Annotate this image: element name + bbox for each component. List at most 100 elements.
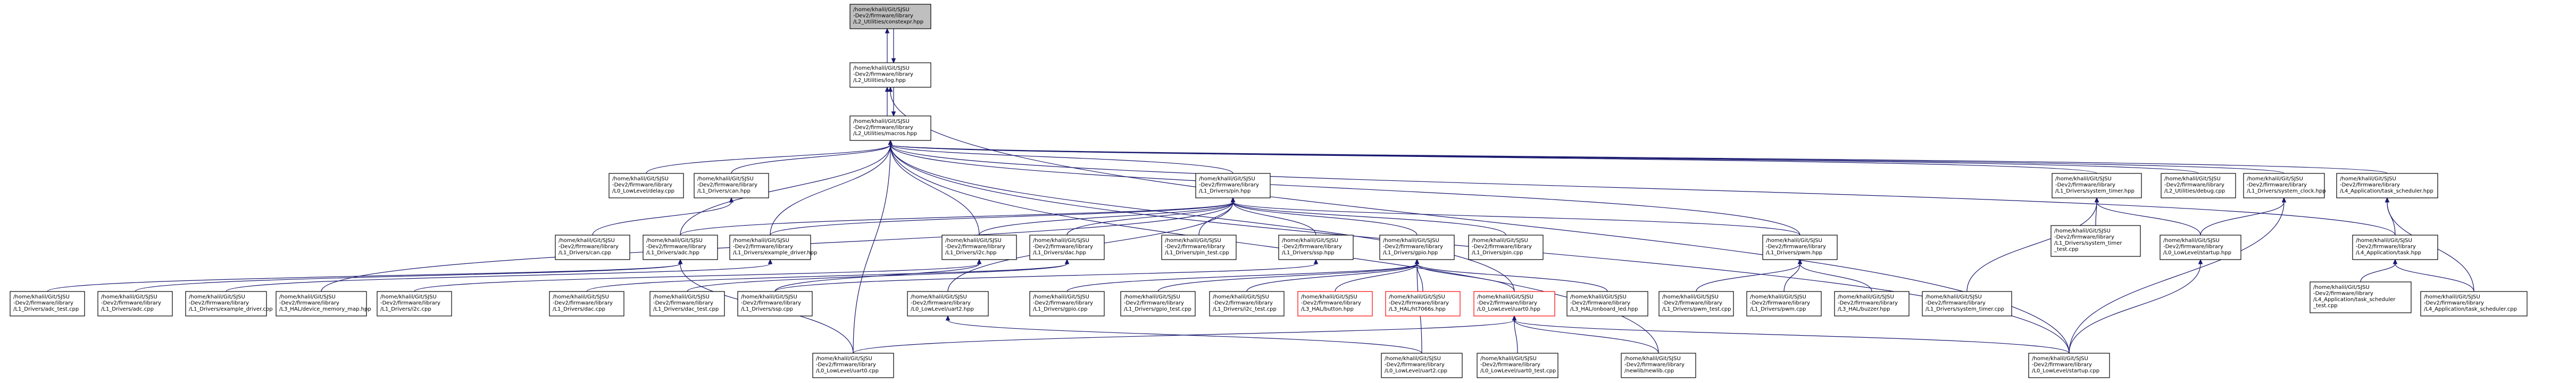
- file-node[interactable]: /home/khalil/Git/SJSU-Dev2/firmware/libr…: [907, 291, 989, 317]
- file-node-label: /home/khalil/Git/SJSU: [1165, 238, 1221, 244]
- edge-line: [890, 144, 2097, 174]
- file-node[interactable]: /home/khalil/Git/SJSU-Dev2/firmware/libr…: [1195, 173, 1271, 198]
- file-node-label: -Dev2/firmware/library: [911, 301, 971, 306]
- dependency-edge: [853, 315, 1517, 354]
- file-node-label: -Dev2/firmware/library: [1472, 244, 1532, 250]
- file-node[interactable]: /home/khalil/Git/SJSU-Dev2/firmware/libr…: [729, 235, 817, 260]
- file-node-label: -Dev2/firmware/library: [697, 182, 757, 188]
- file-node[interactable]: /home/khalil/Git/SJSU-Dev2/firmware/libr…: [643, 235, 718, 260]
- file-node-label: -Dev2/firmware/library: [853, 125, 913, 131]
- file-node[interactable]: /home/khalil/Git/SJSU-Dev2/firmware/libr…: [812, 353, 894, 378]
- file-node[interactable]: /home/khalil/Git/SJSU-Dev2/firmware/libr…: [2028, 353, 2110, 378]
- file-node[interactable]: /home/khalil/Git/SJSU-Dev2/firmware/libr…: [1922, 291, 2012, 317]
- file-node[interactable]: /home/khalil/Git/SJSU-Dev2/firmware/libr…: [1658, 291, 1734, 317]
- file-node[interactable]: /home/khalil/Git/SJSU-Dev2/firmware/libr…: [2050, 225, 2141, 257]
- edge-arrowhead: [2281, 197, 2287, 203]
- file-node[interactable]: /home/khalil/Git/SJSU-Dev2/firmware/libr…: [737, 291, 813, 317]
- edge-line: [1066, 263, 1418, 292]
- file-node[interactable]: /home/khalil/Git/SJSU-Dev2/firmware/libr…: [1746, 291, 1822, 317]
- file-node[interactable]: /home/khalil/Git/SJSU-Dev2/firmware/libr…: [1621, 353, 1696, 378]
- file-node[interactable]: /home/khalil/Git/SJSU-Dev2/firmware/libr…: [10, 291, 85, 317]
- dependency-edge: [1246, 259, 1420, 292]
- file-node[interactable]: /home/khalil/Git/SJSU-Dev2/firmware/libr…: [2160, 235, 2241, 260]
- file-node-label: -Dev2/firmware/library: [2055, 182, 2115, 188]
- dependency-edge: [888, 139, 1233, 174]
- file-node[interactable]: /home/khalil/Git/SJSU-Dev2/firmware/libr…: [555, 235, 630, 260]
- file-node[interactable]: /home/khalil/Git/SJSU-Dev2/firmware/libr…: [185, 291, 273, 317]
- file-node-box: [2050, 225, 2141, 257]
- file-node[interactable]: /home/khalil/Git/SJSU-Dev2/firmware/libr…: [2336, 173, 2438, 198]
- file-node[interactable]: /home/khalil/Git/SJSU-Dev2/firmware/libr…: [608, 173, 684, 198]
- file-node[interactable]: /home/khalil/Git/SJSU-Dev2/firmware/libr…: [1381, 353, 1463, 378]
- file-node[interactable]: /home/khalil/Git/SJSU-Dev2/firmware/libr…: [1029, 291, 1105, 317]
- file-node-box: [694, 173, 769, 198]
- file-node-box: [1297, 291, 1373, 317]
- file-node[interactable]: /home/khalil/Git/SJSU-Dev2/firmware/libr…: [2243, 173, 2326, 198]
- file-node[interactable]: /home/khalil/Git/SJSU-Dev2/firmware/libr…: [1566, 291, 1648, 317]
- file-node[interactable]: /home/khalil/Git/SJSU-Dev2/firmware/libr…: [97, 291, 173, 317]
- file-node[interactable]: /home/khalil/Git/SJSU-Dev2/firmware/libr…: [1834, 291, 1910, 317]
- file-node[interactable]: /home/khalil/Git/SJSU-Dev2/firmware/libr…: [1468, 235, 1544, 260]
- file-node-box: [2160, 235, 2241, 260]
- file-node-label: /home/khalil/Git/SJSU: [553, 294, 609, 300]
- file-node[interactable]: /home/khalil/Git/SJSU-Dev2/firmware/libr…: [1278, 235, 1354, 260]
- file-node[interactable]: /home/khalil/Git/SJSU-Dev2/firmware/libr…: [2052, 173, 2142, 198]
- file-node[interactable]: /home/khalil/Git/SJSU-Dev2/firmware/libr…: [649, 291, 725, 317]
- file-node-label: /home/khalil/Git/SJSU: [653, 294, 710, 300]
- file-node[interactable]: /home/khalil/Git/SJSU-Dev2/firmware/libr…: [941, 235, 1017, 260]
- file-node-label: /home/khalil/Git/SJSU: [612, 176, 669, 182]
- edge-arrowhead: [891, 58, 896, 64]
- file-node[interactable]: /home/khalil/Git/SJSU-Dev2/firmware/libr…: [1029, 235, 1105, 260]
- file-node-label: /home/khalil/Git/SJSU: [1124, 294, 1180, 300]
- file-node[interactable]: /home/khalil/Git/SJSU-Dev2/firmware/libr…: [1161, 235, 1237, 260]
- edge-arrowhead: [945, 315, 951, 321]
- edge-arrowhead: [2198, 259, 2203, 264]
- file-node-label: /L1_Drivers/adc.hpp: [646, 250, 699, 256]
- file-node[interactable]: /home/khalil/Git/SJSU-Dev2/firmware/libr…: [2420, 291, 2528, 317]
- file-node-label: /home/khalil/Git/SJSU: [1389, 294, 1445, 300]
- file-node[interactable]: /home/khalil/Git/SJSU-Dev2/firmware/libr…: [849, 62, 931, 88]
- file-node[interactable]: /home/khalil/Git/SJSU-Dev2/firmware/libr…: [2310, 281, 2412, 313]
- file-node[interactable]: /home/khalil/Git/SJSU-Dev2/firmware/libr…: [694, 173, 769, 198]
- edge-line: [947, 320, 1422, 354]
- file-node-label: /home/khalil/Git/SJSU: [558, 238, 615, 244]
- file-node-box: [649, 291, 725, 317]
- file-node[interactable]: /home/khalil/Git/SJSU-Dev2/firmware/libr…: [377, 291, 452, 317]
- file-node-label: -Dev2/firmware/library: [1282, 244, 1342, 250]
- file-node[interactable]: /home/khalil/Git/SJSU-Dev2/firmware/libr…: [549, 291, 624, 317]
- file-node-box: [377, 291, 452, 317]
- file-node[interactable]: /home/khalil/Git/SJSU-Dev2/firmware/libr…: [1379, 235, 1455, 260]
- file-node-label: /L1_Drivers/gpio.hpp: [1383, 250, 1438, 256]
- file-node-label: /home/khalil/Git/SJSU: [2424, 294, 2480, 300]
- file-node-box: [10, 291, 85, 317]
- file-node-label: /L1_Drivers/system_timer.hpp: [2055, 188, 2135, 194]
- file-node-label: /L1_Drivers/pwm.hpp: [1766, 250, 1822, 256]
- file-node-label: /home/khalil/Git/SJSU: [1033, 238, 1089, 244]
- file-node[interactable]: /home/khalil/Git/SJSU-Dev2/firmware/libr…: [1477, 353, 1558, 378]
- file-node[interactable]: /home/khalil/Git/SJSU-Dev2/firmware/libr…: [2161, 173, 2236, 198]
- edge-arrowhead: [1064, 259, 1070, 264]
- file-node-box: [97, 291, 173, 317]
- file-node[interactable]: /home/khalil/Git/SJSU-Dev2/firmware/libr…: [1385, 291, 1461, 317]
- file-node-label: _test.cpp: [2313, 303, 2338, 309]
- file-node[interactable]: /home/khalil/Git/SJSU-Dev2/firmware/libr…: [1297, 291, 1373, 317]
- edge-arrowhead: [885, 86, 890, 92]
- file-node-label: /home/khalil/Git/SJSU: [853, 7, 910, 13]
- file-node[interactable]: /home/khalil/Git/SJSU-Dev2/firmware/libr…: [1762, 235, 1838, 260]
- file-node[interactable]: /home/khalil/Git/SJSU-Dev2/firmware/libr…: [849, 115, 931, 141]
- file-node[interactable]: /home/khalil/Git/SJSU-Dev2/firmware/libr…: [2352, 235, 2438, 260]
- dependency-edge: [1797, 259, 1872, 292]
- file-node-box: [1658, 291, 1734, 317]
- edge-line: [731, 144, 891, 174]
- file-node[interactable]: /home/khalil/Git/SJSU-Dev2/firmware/libr…: [1209, 291, 1285, 317]
- file-node-label: -Dev2/firmware/library: [558, 244, 619, 250]
- file-node-label: -Dev2/firmware/library: [13, 301, 73, 306]
- file-node[interactable]: /home/khalil/Git/SJSU-Dev2/firmware/libr…: [276, 291, 371, 317]
- file-node[interactable]: /home/khalil/Git/SJSU-Dev2/firmware/libr…: [1473, 291, 1555, 317]
- file-node-box: [2052, 173, 2142, 198]
- file-node-label: -Dev2/firmware/library: [733, 244, 793, 250]
- file-node[interactable]: /home/khalil/Git/SJSU-Dev2/firmware/libr…: [1120, 291, 1196, 317]
- file-node-box: [1379, 235, 1455, 260]
- file-node[interactable]: /home/khalil/Git/SJSU-Dev2/firmware/libr…: [849, 4, 931, 29]
